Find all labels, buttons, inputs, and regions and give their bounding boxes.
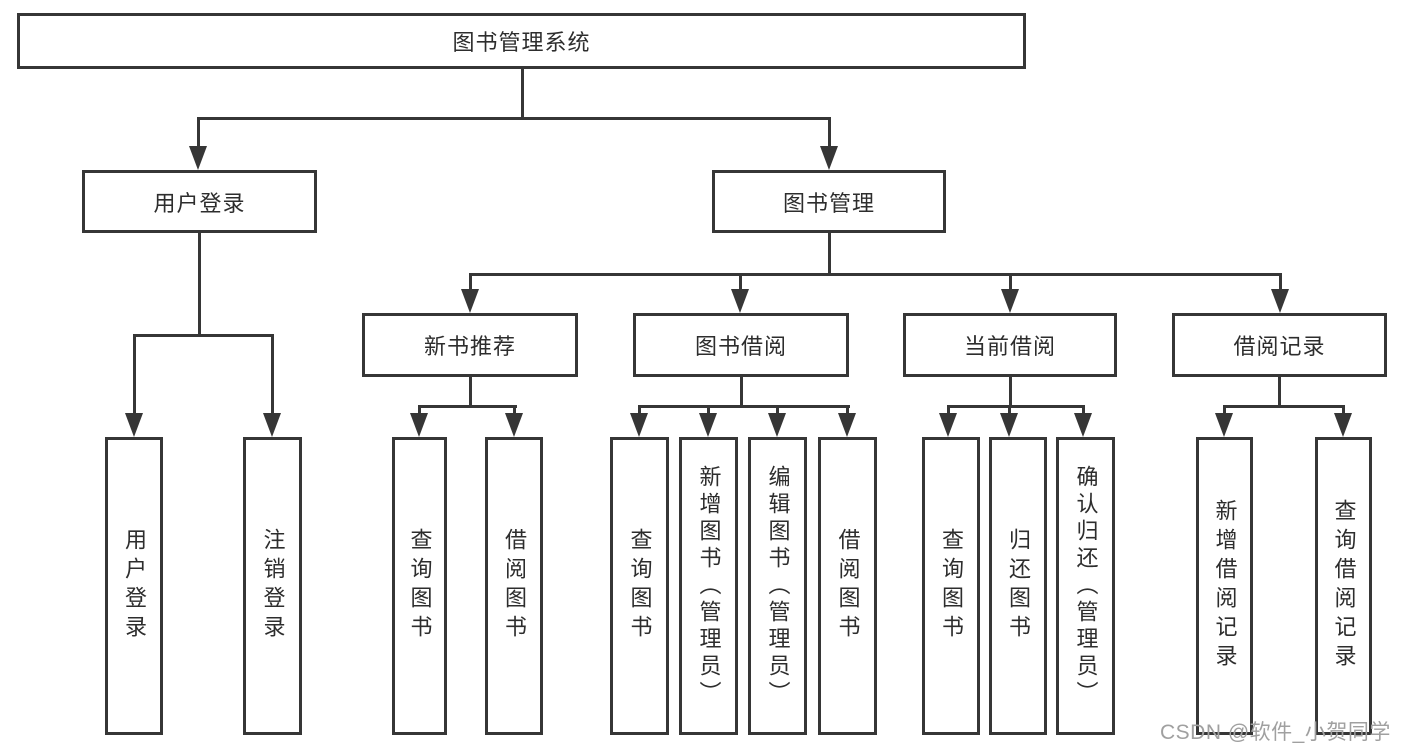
node-current-borrow: 当前借阅: [903, 313, 1117, 377]
connector-recommend-stem: [469, 377, 472, 408]
csdn-watermark: CSDN @软件_小贺同学: [1160, 721, 1391, 744]
connector-bookmgmt-drop1: [469, 273, 472, 293]
leaf-logout: 注销登录: [243, 437, 302, 735]
connector-bookmgmt-branch: [469, 273, 1282, 276]
node-book-management: 图书管理: [712, 170, 946, 233]
arrowhead-leaf-confirm-return: [1074, 413, 1092, 437]
arrowhead-leaf-add-books: [699, 413, 717, 437]
connector-borrow-drop4: [846, 405, 849, 417]
connector-current-stem: [1009, 377, 1012, 408]
arrowhead-leaf-logout: [263, 413, 281, 437]
connector-recommend-drop2: [513, 405, 516, 417]
connector-root-left-drop: [197, 117, 200, 150]
arrowhead-leaf-user-login: [125, 413, 143, 437]
leaf-query-books-borrow: 查询图书: [610, 437, 669, 735]
connector-borrow-stem: [740, 377, 743, 408]
connector-userlogin-stem: [198, 233, 201, 337]
node-user-login: 用户登录: [82, 170, 317, 233]
leaf-confirm-return-admin: 确认归还（管理员）: [1056, 437, 1115, 735]
connector-userlogin-drop2: [271, 334, 274, 417]
connector-borrow-drop2: [707, 405, 710, 417]
arrowhead-leaf-query-borrow-record: [1334, 413, 1352, 437]
leaf-return-books: 归还图书: [989, 437, 1047, 735]
connector-bookmgmt-drop2: [739, 273, 742, 293]
connector-userlogin-branch: [133, 334, 274, 337]
connector-current-branch: [947, 405, 1085, 408]
connector-bookmgmt-drop4: [1279, 273, 1282, 293]
node-book-borrow: 图书借阅: [633, 313, 849, 377]
connector-userlogin-drop1: [133, 334, 136, 417]
leaf-borrow-books-recommend: 借阅图书: [485, 437, 543, 735]
arrowhead-book-management: [820, 146, 838, 170]
connector-bookmgmt-drop3: [1009, 273, 1012, 293]
arrowhead-leaf-return-books: [1000, 413, 1018, 437]
connector-current-drop1: [947, 405, 950, 417]
node-library-system: 图书管理系统: [17, 13, 1026, 69]
arrowhead-leaf-query-books-1: [410, 413, 428, 437]
connector-records-drop2: [1342, 405, 1345, 417]
connector-root-branch: [197, 117, 831, 120]
arrowhead-borrow-records: [1271, 289, 1289, 313]
arrowhead-leaf-query-books-2: [630, 413, 648, 437]
arrowhead-current-borrow: [1001, 289, 1019, 313]
connector-current-drop2: [1008, 405, 1011, 417]
arrowhead-leaf-borrow-books-2: [838, 413, 856, 437]
leaf-add-books-admin: 新增图书（管理员）: [679, 437, 738, 735]
connector-root-stem: [521, 69, 524, 120]
connector-borrow-drop3: [776, 405, 779, 417]
leaf-user-login: 用户登录: [105, 437, 163, 735]
arrowhead-book-borrow: [731, 289, 749, 313]
node-new-book-recommend: 新书推荐: [362, 313, 578, 377]
node-borrow-records: 借阅记录: [1172, 313, 1387, 377]
connector-recommend-branch: [418, 405, 517, 408]
leaf-edit-books-admin: 编辑图书（管理员）: [748, 437, 807, 735]
arrowhead-leaf-borrow-books-1: [505, 413, 523, 437]
connector-records-branch: [1223, 405, 1345, 408]
connector-current-drop3: [1082, 405, 1085, 417]
leaf-query-borrow-record: 查询借阅记录: [1315, 437, 1372, 735]
arrowhead-user-login: [189, 146, 207, 170]
leaf-query-books-recommend: 查询图书: [392, 437, 447, 735]
leaf-add-borrow-record: 新增借阅记录: [1196, 437, 1253, 735]
connector-bookmgmt-stem: [828, 233, 831, 276]
leaf-borrow-books: 借阅图书: [818, 437, 877, 735]
connector-borrow-drop1: [638, 405, 641, 417]
connector-records-drop1: [1223, 405, 1226, 417]
arrowhead-leaf-edit-books: [768, 413, 786, 437]
connector-records-stem: [1278, 377, 1281, 408]
arrowhead-leaf-query-books-3: [939, 413, 957, 437]
connector-root-right-drop: [828, 117, 831, 150]
arrowhead-leaf-add-borrow-record: [1215, 413, 1233, 437]
connector-recommend-drop1: [418, 405, 421, 417]
connector-borrow-branch: [638, 405, 850, 408]
leaf-query-books-current: 查询图书: [922, 437, 980, 735]
arrowhead-new-book-recommend: [461, 289, 479, 313]
